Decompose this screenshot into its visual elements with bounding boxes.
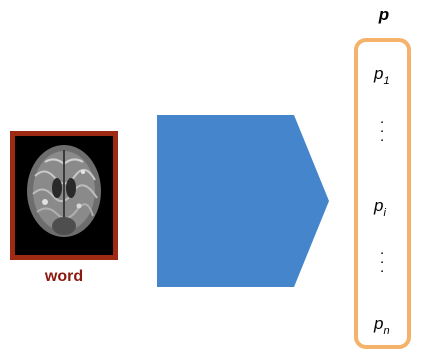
vertical-dots-icon: ... (380, 110, 385, 145)
vector-element-p1: p1 (374, 64, 390, 87)
pentagon-arrow-icon (157, 115, 329, 287)
vector-element-pn: pn (374, 314, 390, 337)
probability-vector (354, 38, 411, 349)
brain-scan-image (10, 131, 118, 260)
element-base: p (374, 196, 384, 215)
vector-title: p (378, 5, 390, 24)
element-subscript: i (383, 207, 386, 219)
vertical-dots-icon: ... (380, 241, 385, 276)
element-base: p (374, 64, 384, 83)
element-subscript: 1 (383, 75, 390, 87)
word-label: word (44, 268, 84, 285)
element-base: p (374, 314, 384, 333)
brain-mri-icon (15, 136, 113, 255)
element-subscript: n (383, 325, 390, 337)
vector-element-pi: pi (374, 196, 386, 219)
